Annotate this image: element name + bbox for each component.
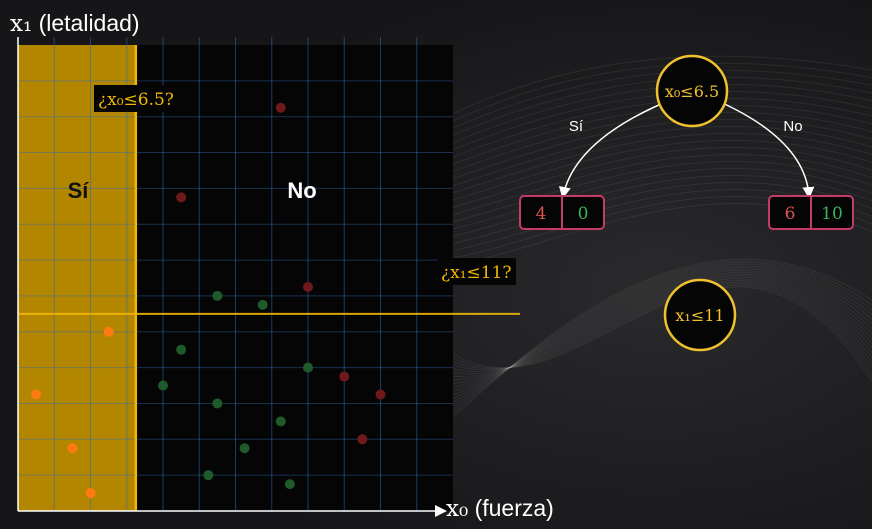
x-axis-label: x₀ (fuerza): [446, 495, 554, 522]
wave-line: [439, 76, 872, 142]
wave-line: [439, 55, 872, 121]
wave-line: [439, 153, 872, 219]
root-node-label: x₀≤6.5: [665, 82, 719, 101]
second-node-label: x₁≤11: [675, 306, 724, 325]
wave-line: [439, 118, 872, 184]
edge-left-label: Sí: [569, 118, 584, 135]
wave-line: [449, 268, 872, 397]
data-point-orange: [103, 326, 114, 337]
right-leaf-count-red: 6: [785, 204, 796, 224]
data-point-red: [275, 102, 286, 113]
wave-line: [439, 146, 872, 212]
data-point-green: [284, 479, 295, 490]
wave-line: [439, 160, 872, 226]
edge-left: [559, 100, 669, 199]
left-leaf-count-red: 4: [536, 204, 547, 224]
right-leaf: 6 10: [768, 195, 854, 230]
right-leaf-count-green: 10: [821, 204, 843, 224]
data-point-green: [257, 299, 268, 310]
data-point-green: [239, 443, 250, 454]
wave-line: [449, 286, 872, 382]
data-point-red: [339, 371, 350, 382]
data-point-red: [357, 434, 368, 445]
wave-line: [449, 271, 872, 389]
vertical-split-label-bg: [94, 85, 180, 112]
wave-line: [449, 275, 872, 381]
wave-line: [439, 174, 872, 240]
data-point-red: [375, 389, 386, 400]
data-point-green: [203, 470, 214, 481]
data-point-orange: [31, 389, 42, 400]
wave-line: [439, 62, 872, 128]
data-point-green: [158, 380, 168, 391]
data-point-green: [275, 416, 286, 427]
grid: [18, 37, 453, 511]
wave-line: [449, 261, 872, 413]
wave-line: [449, 283, 872, 373]
horizontal-split-label-bg: [438, 258, 516, 285]
wave-line: [439, 97, 872, 163]
wave-line: [449, 265, 872, 405]
data-points: [31, 102, 386, 499]
wave-line: [449, 278, 872, 375]
wave-line: [439, 104, 872, 170]
wave-line: [449, 273, 872, 385]
data-point-green: [212, 290, 223, 301]
data-point-green: [176, 344, 187, 355]
horizontal-split-label: ¿x₁≤11?: [441, 263, 512, 283]
wave-line: [449, 260, 872, 417]
wave-line: [449, 270, 872, 393]
wave-line: [449, 258, 872, 421]
y-axis-label: x₁ (letalidad): [10, 10, 140, 37]
data-point-green: [303, 362, 313, 373]
wave-line: [439, 125, 872, 191]
second-node: [663, 278, 737, 352]
region-si: [18, 45, 136, 511]
wave-line: [439, 139, 872, 205]
data-point-orange: [67, 443, 78, 454]
wave-line: [439, 111, 872, 177]
data-point-red: [303, 281, 313, 292]
wave-line: [449, 276, 872, 377]
wave-line: [439, 132, 872, 198]
region-label-si: Sí: [68, 178, 90, 203]
data-point-green: [212, 398, 223, 409]
wave-line: [439, 83, 872, 149]
region-label-no: No: [287, 178, 316, 203]
wave-line: [449, 285, 872, 378]
wave-line: [449, 266, 872, 401]
vertical-split-label: ¿x₀≤6.5?: [98, 90, 174, 110]
wave-line: [439, 69, 872, 135]
left-leaf: 4 0: [519, 195, 605, 230]
wave-line: [449, 263, 872, 409]
decision-tree: Sí No x₀≤6.5 4 0 6 10 x₁≤11: [519, 54, 854, 352]
wave-line: [449, 281, 872, 371]
root-node: [655, 54, 729, 128]
data-point-red: [176, 192, 187, 203]
wave-line: [439, 90, 872, 156]
edge-right-label: No: [783, 118, 802, 135]
wave-line: [449, 279, 872, 373]
edge-right: [717, 100, 815, 199]
left-leaf-count-green: 0: [578, 204, 589, 224]
data-point-orange: [85, 488, 96, 499]
scatter-plot: [17, 37, 520, 517]
